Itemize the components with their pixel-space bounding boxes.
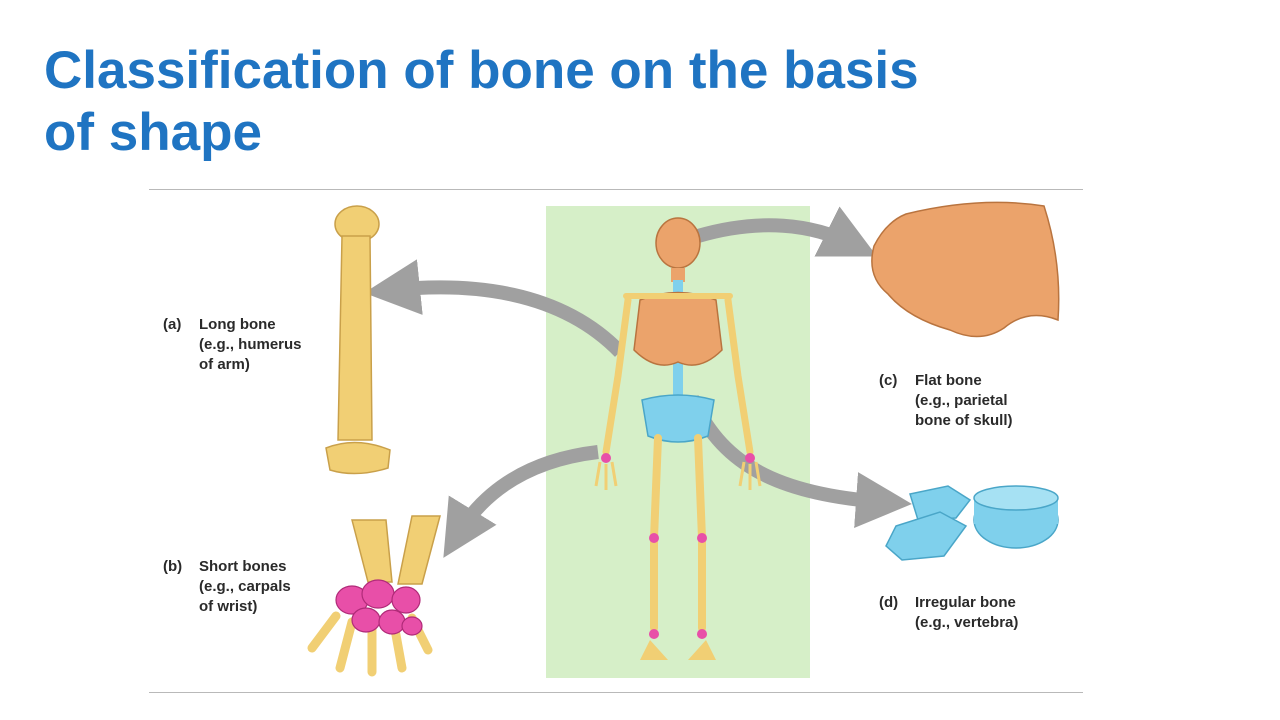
label-flat-bone: (c)Flat bone (e.g., parietal bone of sku…: [879, 372, 1013, 429]
label-irregular-bone: (d)Irregular bone (e.g., vertebra): [879, 594, 1019, 631]
title-line-1: Classification of bone on the basis: [44, 41, 919, 100]
figure-top-rule: [149, 189, 1083, 190]
flat-bone-parietal: [871, 201, 1060, 338]
arrow-to-long-bone: [364, 259, 626, 357]
pelvis: [641, 394, 715, 443]
slide-title: Classification of bone on the basis of s…: [44, 40, 1144, 164]
title-line-2: of shape: [44, 103, 262, 162]
skull: [655, 217, 701, 269]
label-short-bones: (b)Short bones (e.g., carpals of wrist): [163, 558, 291, 615]
arrow-to-flat-bone: [696, 206, 878, 257]
skeleton-illustration: [594, 217, 762, 660]
irregular-bone-vertebra: [885, 485, 1059, 561]
figure-bottom-rule: [149, 692, 1083, 693]
short-bones-carpals: [307, 515, 441, 677]
arrow-to-short-bones: [443, 445, 599, 558]
label-long-bone: (a)Long bone (e.g., humerus of arm): [163, 316, 302, 373]
long-bone-humerus: [325, 205, 391, 475]
rib-cage: [633, 291, 723, 366]
